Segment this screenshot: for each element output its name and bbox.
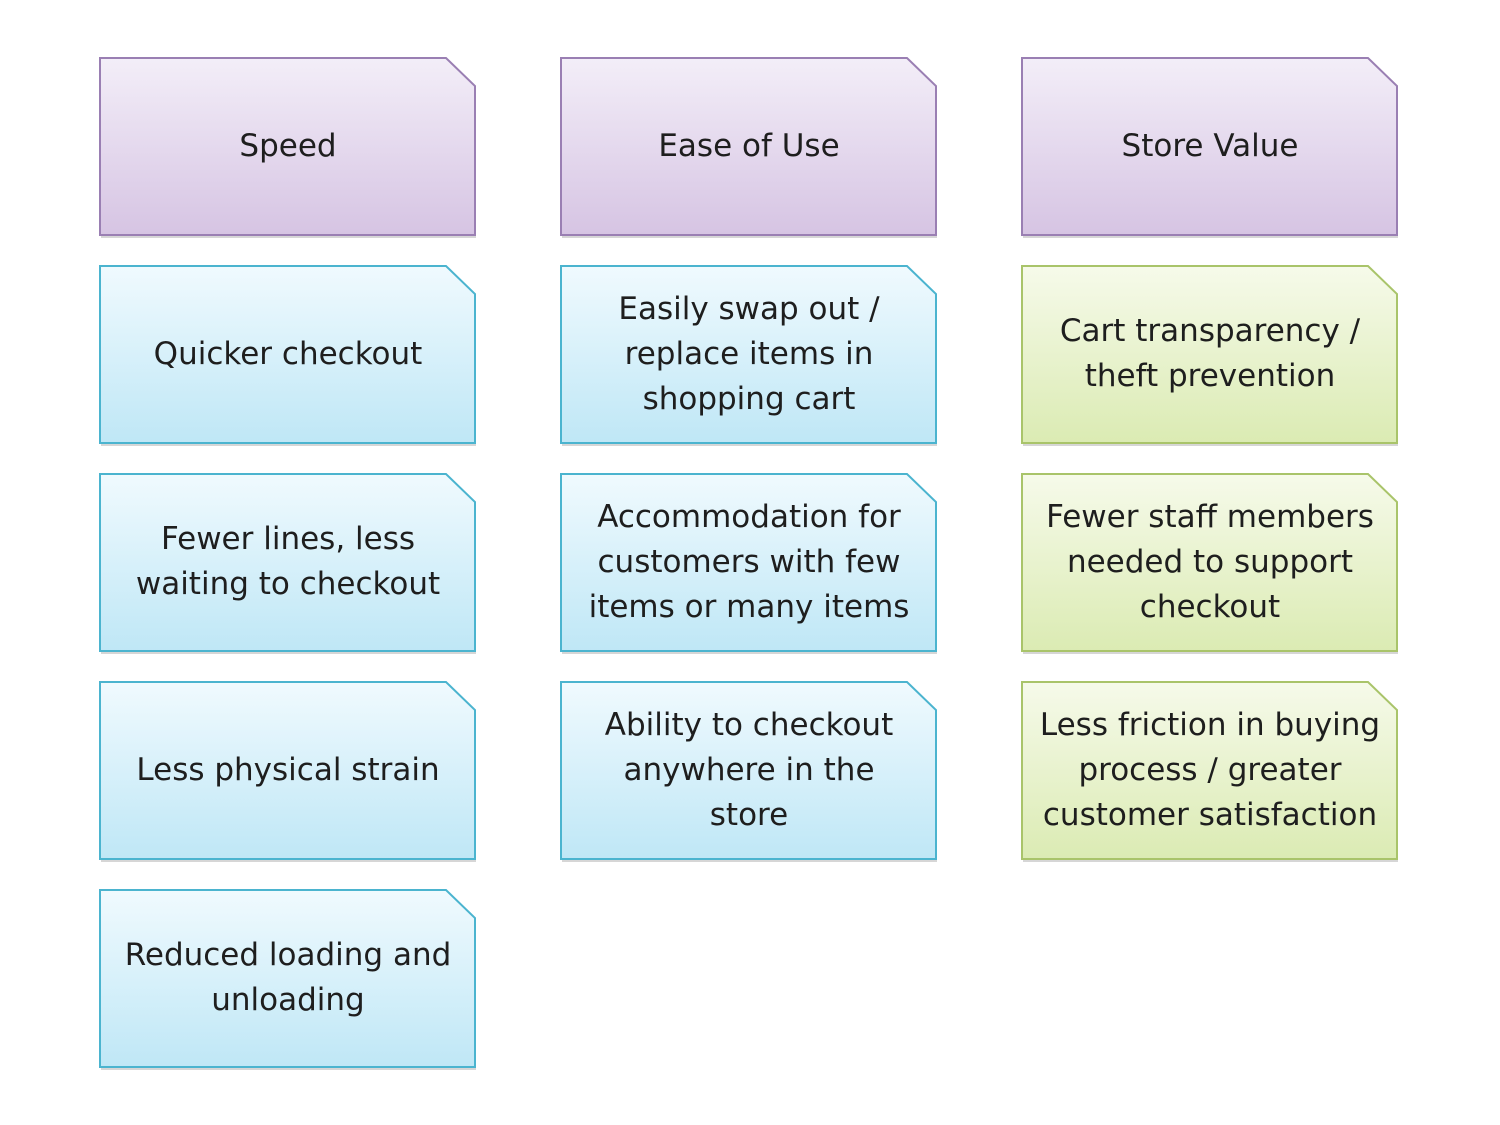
header-card-speed: Speed [99, 57, 477, 238]
benefit-label: Quicker checkout [153, 335, 423, 372]
card-shape [1021, 57, 1398, 238]
card-shape [99, 57, 476, 238]
benefit-card-less-physical-strain: Less physical strain [99, 681, 477, 862]
card-body [1021, 57, 1398, 236]
card-body [99, 681, 476, 860]
card-shape [99, 265, 476, 446]
card-shape [99, 889, 476, 1070]
card-body [1021, 681, 1398, 860]
card-body [99, 57, 476, 236]
card-shape [560, 265, 937, 446]
header-label-ease-of-use: Ease of Use [658, 127, 840, 164]
benefit-label: Less physical strain [136, 751, 440, 788]
card-body [99, 889, 476, 1068]
card-body [99, 265, 476, 444]
benefit-card-quicker-checkout: Quicker checkout [99, 265, 477, 446]
card-shape [1021, 473, 1398, 654]
card-body [1021, 473, 1398, 652]
card-body [560, 57, 937, 236]
header-label-speed: Speed [239, 127, 337, 164]
card-body [560, 265, 937, 444]
card-shape [560, 681, 937, 862]
card-shape [560, 473, 937, 654]
header-label-store-value: Store Value [1121, 127, 1299, 164]
card-shape [1021, 681, 1398, 862]
card-shape [560, 57, 937, 238]
card-body [560, 473, 937, 652]
benefit-card-cart-transparency: Cart transparency /theft prevention [1021, 265, 1399, 446]
card-shape [99, 681, 476, 862]
header-card-ease-of-use: Ease of Use [560, 57, 938, 238]
header-card-store-value: Store Value [1021, 57, 1399, 238]
card-body [99, 473, 476, 652]
card-shape [1021, 265, 1398, 446]
card-body [1021, 265, 1398, 444]
card-shape [99, 473, 476, 654]
benefit-label: Cart transparency /theft prevention [1059, 313, 1361, 394]
card-body [560, 681, 937, 860]
